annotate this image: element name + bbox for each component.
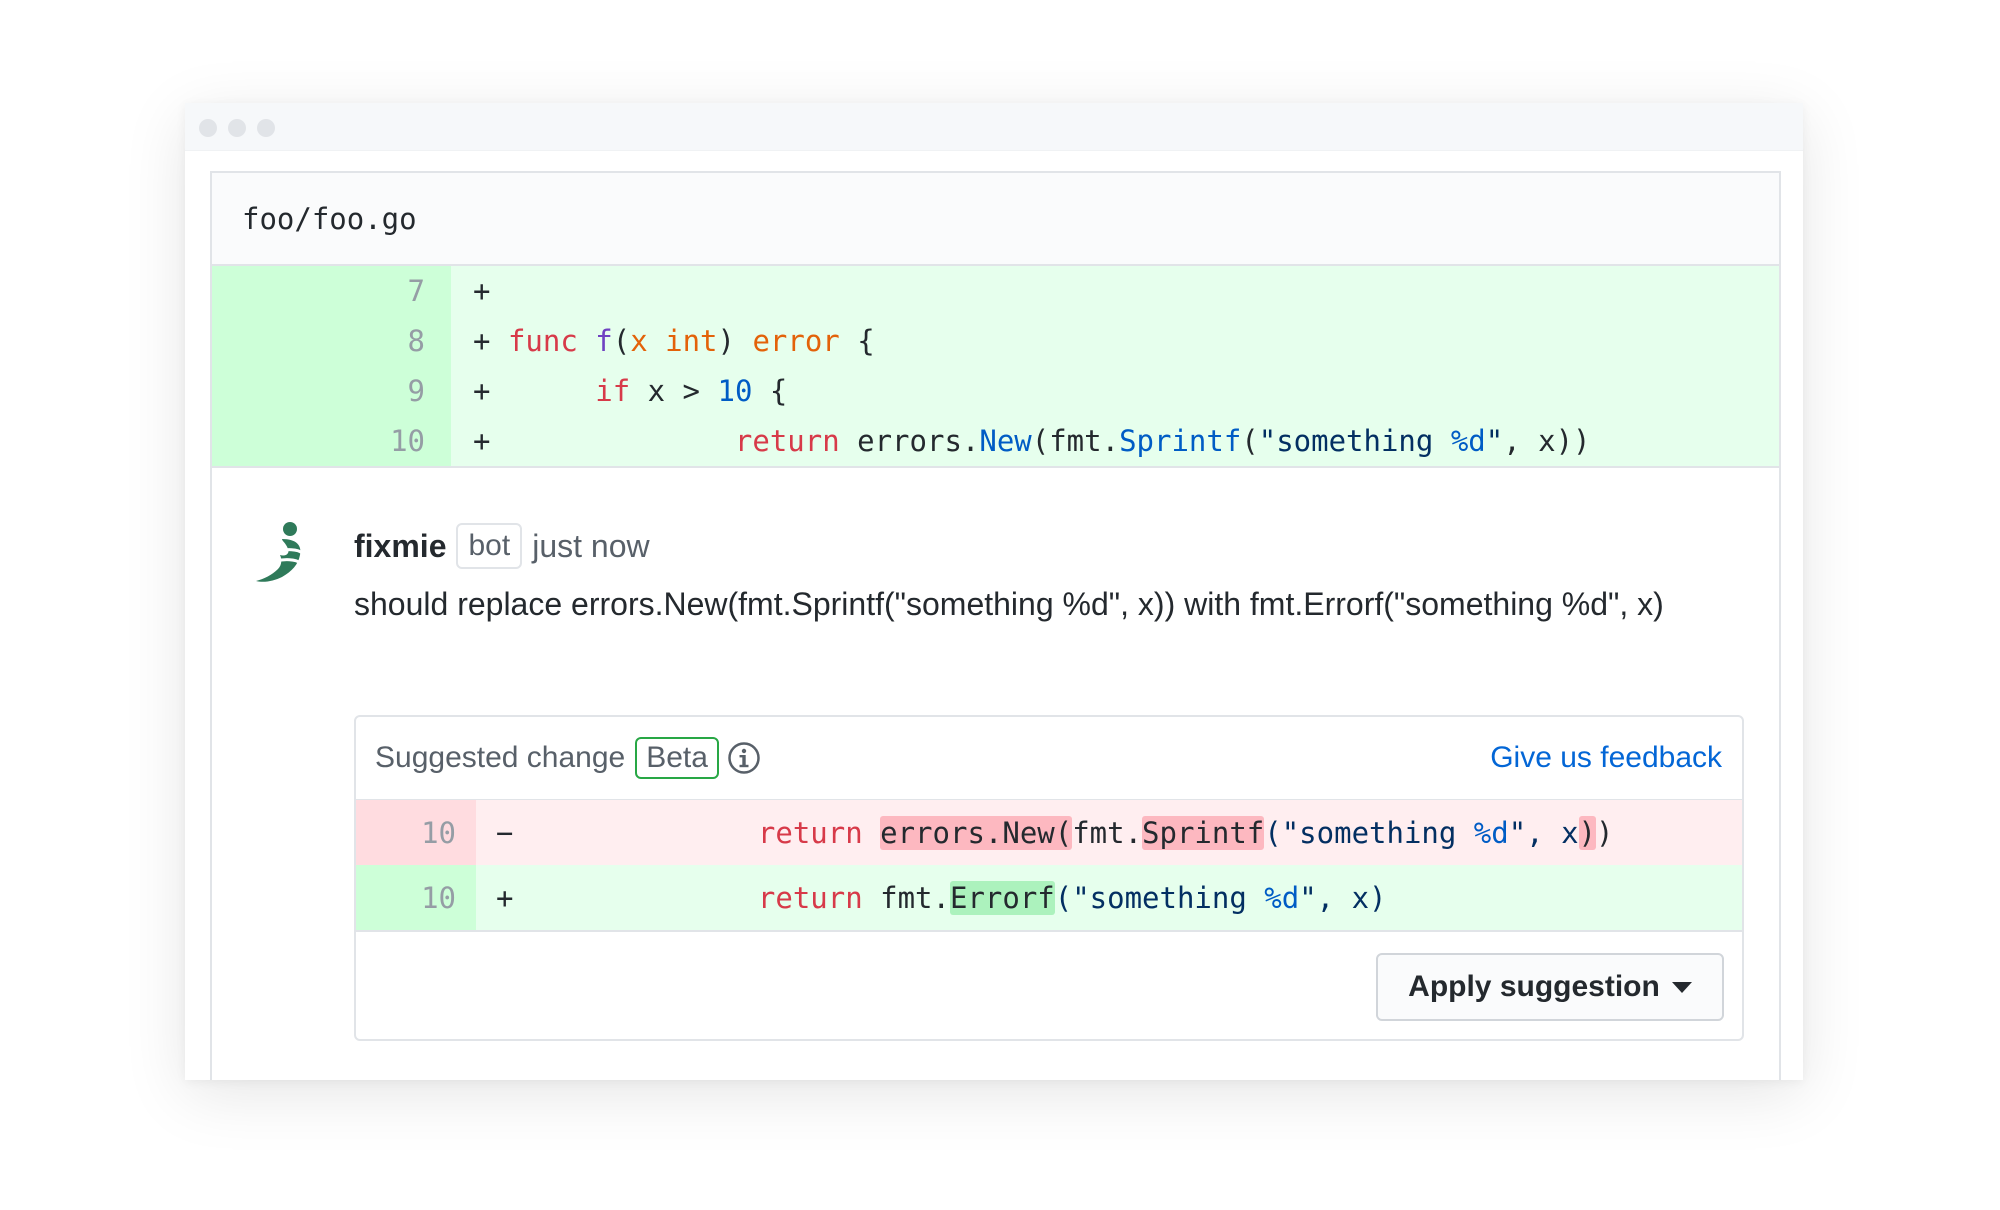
removed-highlight: Sprintf	[1142, 815, 1265, 850]
token-return-type: error	[752, 324, 840, 358]
beta-badge: Beta	[635, 737, 719, 779]
diff-sign: +	[473, 324, 491, 358]
line-number[interactable]: 7	[212, 266, 451, 316]
file-path[interactable]: foo/foo.go	[242, 201, 417, 236]
token-type: int	[665, 324, 718, 358]
token-string: ", x	[1508, 815, 1579, 850]
suggested-change-header: Suggested change Beta Give us feedback	[356, 717, 1742, 800]
line-number[interactable]: 9	[212, 366, 451, 416]
added-line: 10 + return fmt.Errorf("something %d", x…	[356, 865, 1742, 930]
browser-window: foo/foo.go 7 + 8 + func f(x int) error {…	[185, 103, 1803, 1080]
give-feedback-link[interactable]: Give us feedback	[1490, 741, 1722, 774]
token-number: 10	[717, 374, 753, 408]
token-package: fmt.	[1072, 815, 1143, 850]
token-function: f	[595, 324, 613, 358]
comment-header: fixmie bot just now	[354, 523, 650, 569]
apply-suggestion-button[interactable]: Apply suggestion	[1376, 953, 1724, 1021]
window-titlebar	[185, 103, 1803, 151]
token-format: %d	[1473, 815, 1509, 850]
window-maximize-dot[interactable]	[257, 119, 275, 137]
token-string: ("something	[1054, 880, 1265, 915]
token-format: %d	[1450, 424, 1486, 458]
token-keyword: func	[507, 324, 578, 358]
token-string: ("something	[1264, 815, 1474, 850]
caret-down-icon	[1671, 981, 1692, 993]
token-keyword: return	[757, 815, 863, 850]
token-string: "something	[1258, 424, 1451, 458]
diff-line: 9 + if x > 10 {	[212, 366, 1779, 416]
diff-line: 10 + return errors.New(fmt.Sprintf("some…	[212, 416, 1779, 466]
line-number[interactable]: 10	[356, 865, 476, 930]
suggested-change-footer: Apply suggestion	[356, 930, 1742, 1039]
token-string: "	[1485, 424, 1504, 458]
token-keyword: return	[734, 424, 840, 458]
token-object: errors.	[857, 424, 980, 458]
deleted-line: 10 − return errors.New(fmt.Sprintf("some…	[356, 800, 1742, 865]
diff-line: 7 +	[212, 266, 1779, 316]
line-code: + if x > 10 {	[451, 374, 787, 408]
token-condition: x >	[647, 374, 701, 408]
bot-badge: bot	[456, 523, 523, 569]
removed-highlight: )	[1578, 815, 1597, 850]
removed-highlight: errors.New(	[880, 815, 1073, 850]
file-diff: foo/foo.go 7 + 8 + func f(x int) error {…	[210, 171, 1781, 1080]
window-close-dot[interactable]	[199, 119, 217, 137]
line-code: + return fmt.Errorf("something %d", x)	[476, 880, 1387, 915]
diff-line: 8 + func f(x int) error {	[212, 316, 1779, 366]
window-minimize-dot[interactable]	[228, 119, 246, 137]
file-header: foo/foo.go	[212, 173, 1779, 266]
suggested-change: Suggested change Beta Give us feedback 1…	[354, 715, 1744, 1041]
apply-suggestion-label: Apply suggestion	[1408, 970, 1660, 1003]
token-keyword: return	[757, 880, 863, 915]
line-code: + return errors.New(fmt.Sprintf("somethi…	[451, 424, 1591, 458]
token-package: fmt.	[880, 880, 950, 915]
fixmie-avatar-icon[interactable]	[252, 521, 312, 589]
token-package: (fmt.	[1031, 424, 1120, 458]
line-code: − return errors.New(fmt.Sprintf("somethi…	[476, 815, 1614, 850]
token-format: %d	[1264, 880, 1300, 915]
line-number[interactable]: 10	[212, 416, 451, 466]
token-param: x	[630, 324, 648, 358]
line-number[interactable]: 10	[356, 800, 476, 865]
token-keyword: if	[595, 374, 631, 408]
comment-timestamp[interactable]: just now	[532, 527, 650, 564]
comment-author[interactable]: fixmie	[354, 527, 447, 564]
diff-block: 7 + 8 + func f(x int) error { 9 + if x >…	[212, 266, 1779, 468]
diff-sign: +	[473, 424, 491, 458]
token-brace: {	[769, 374, 788, 408]
info-icon[interactable]	[727, 741, 761, 775]
line-code: + func f(x int) error {	[473, 324, 875, 358]
token-function: New	[979, 424, 1032, 458]
token-paren: (	[1241, 424, 1259, 458]
diff-sign: +	[473, 274, 491, 308]
line-code: +	[451, 274, 490, 308]
line-number[interactable]: 8	[212, 316, 451, 366]
token-tail: )	[1596, 815, 1614, 850]
comment-body: should replace errors.New(fmt.Sprintf("s…	[354, 586, 1664, 622]
token-tail: , x))	[1503, 424, 1591, 458]
diff-sign: +	[496, 880, 514, 915]
diff-sign: −	[496, 815, 514, 850]
diff-sign: +	[473, 374, 491, 408]
suggested-change-title: Suggested change	[375, 741, 626, 774]
token-string: ", x)	[1299, 880, 1387, 915]
token-brace: {	[857, 324, 875, 358]
token-function: Sprintf	[1119, 424, 1242, 458]
added-highlight: Errorf	[949, 880, 1055, 915]
